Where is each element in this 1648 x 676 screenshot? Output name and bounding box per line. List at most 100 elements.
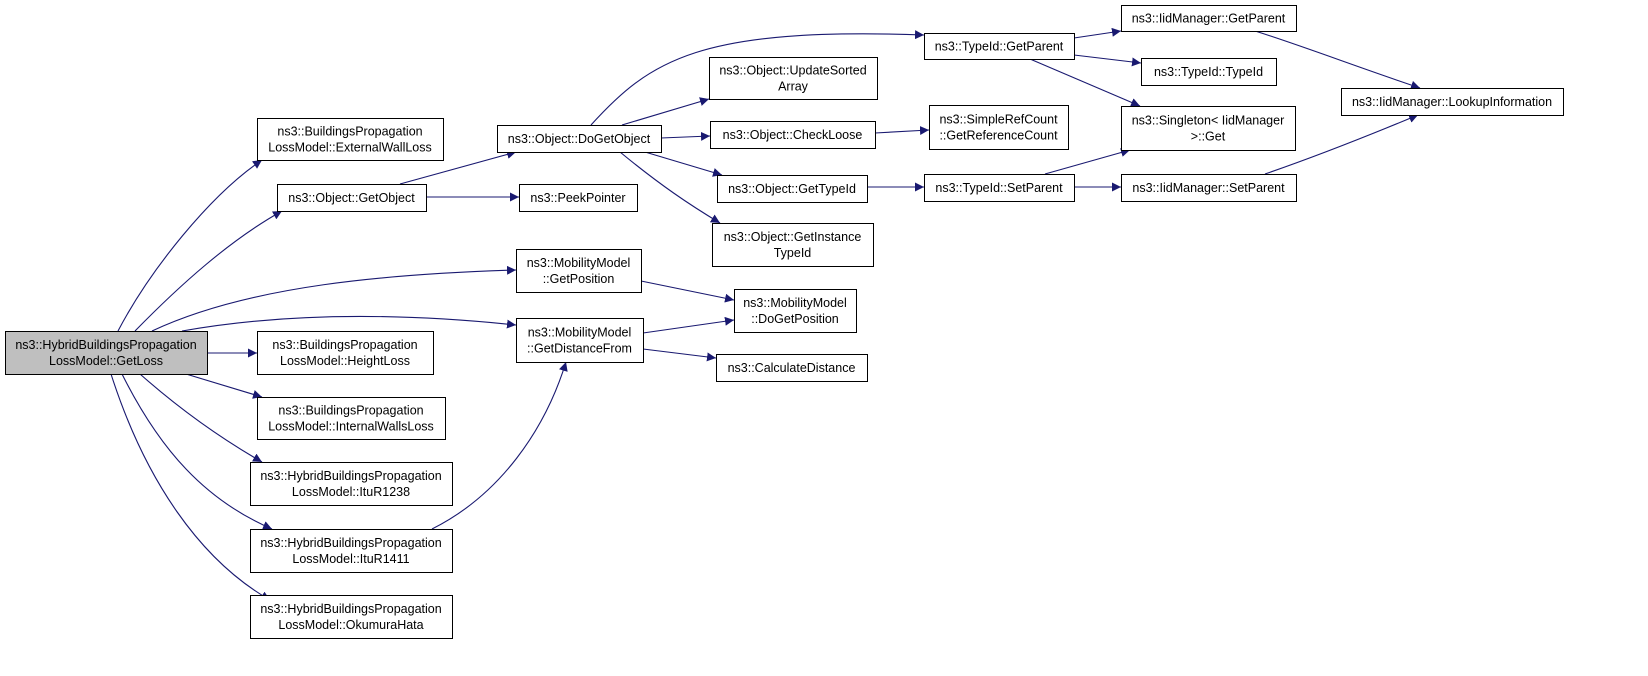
node-label: ns3::BuildingsPropagation: [277, 125, 422, 139]
edge-dogetobject-to-typeid_getparent: [590, 30, 925, 126]
node-typeid_getparent[interactable]: ns3::TypeId::GetParent: [924, 33, 1075, 60]
edge-iid_getparent-to-iid_lookup: [1254, 30, 1421, 90]
node-iid_lookup[interactable]: ns3::IidManager::LookupInformation: [1341, 88, 1564, 116]
edge-mm_getdistance-to-calcdistance: [642, 348, 717, 362]
node-label: ns3::TypeId::GetParent: [935, 40, 1064, 54]
node-label: LossModel::ItuR1238: [292, 485, 410, 499]
node-label: ns3::CalculateDistance: [728, 361, 856, 375]
node-box: [516, 249, 642, 293]
node-label: ns3::Object::DoGetObject: [508, 132, 651, 146]
node-calcdistance[interactable]: ns3::CalculateDistance: [716, 354, 868, 382]
node-root[interactable]: ns3::HybridBuildingsPropagationLossModel…: [5, 331, 208, 375]
edge-arrow: [399, 150, 517, 185]
node-label: TypeId: [774, 246, 812, 260]
node-box: [250, 595, 453, 639]
node-box: [717, 175, 868, 203]
node-box: [1341, 88, 1564, 116]
edge-getobject-to-dogetobject: [399, 150, 517, 185]
edge-root-to-mm_getposition: [151, 265, 517, 332]
node-label: >::Get: [1191, 130, 1226, 144]
node-getobject[interactable]: ns3::Object::GetObject: [277, 184, 427, 212]
edge-root-to-extwall: [117, 159, 263, 332]
node-itur1238[interactable]: ns3::HybridBuildingsPropagationLossModel…: [250, 462, 453, 506]
node-box: [710, 121, 876, 149]
node-box: [709, 57, 878, 100]
node-mm_getdistance[interactable]: ns3::MobilityModel::GetDistanceFrom: [516, 318, 644, 363]
node-label: ns3::Singleton< IidManager: [1132, 114, 1285, 128]
edge-root-to-getobject: [134, 210, 283, 332]
node-label: ns3::PeekPointer: [530, 191, 625, 205]
node-label: ns3::HybridBuildingsPropagation: [260, 469, 441, 483]
node-box: [929, 105, 1069, 150]
node-dogetobject[interactable]: ns3::Object::DoGetObject: [497, 125, 662, 153]
node-okumura[interactable]: ns3::HybridBuildingsPropagationLossModel…: [250, 595, 453, 639]
edge-checkloose-to-simplerefcount: [874, 126, 930, 135]
edge-arrow: [185, 373, 263, 399]
edge-arrow: [590, 30, 925, 126]
edge-arrow: [660, 131, 711, 141]
node-internalwalls[interactable]: ns3::BuildingsPropagationLossModel::Inte…: [257, 397, 446, 440]
node-simplerefcount[interactable]: ns3::SimpleRefCount::GetReferenceCount: [929, 105, 1069, 150]
node-label: LossModel::GetLoss: [49, 354, 163, 368]
edge-arrow: [1029, 58, 1141, 107]
edge-dogetobject-to-getinstancetypeid: [619, 151, 721, 224]
node-peekpointer[interactable]: ns3::PeekPointer: [519, 184, 638, 212]
node-box: [1121, 5, 1297, 32]
edge-arrow: [431, 361, 568, 530]
node-mm_getposition[interactable]: ns3::MobilityModel::GetPosition: [516, 249, 642, 293]
node-box: [250, 462, 453, 506]
node-typeid_setparent[interactable]: ns3::TypeId::SetParent: [924, 174, 1075, 202]
node-label: ns3::TypeId::SetParent: [935, 181, 1063, 195]
edge-arrow: [642, 316, 735, 334]
node-label: ns3::MobilityModel: [743, 296, 847, 310]
node-box: [924, 33, 1075, 60]
edge-typeid_getparent-to-typeid_typeid: [1073, 54, 1142, 67]
node-checkloose[interactable]: ns3::Object::CheckLoose: [710, 121, 876, 149]
edge-dogetobject-to-checkloose: [660, 131, 711, 141]
node-box: [734, 289, 857, 333]
node-label: ns3::BuildingsPropagation: [272, 338, 417, 352]
node-gettypeid[interactable]: ns3::Object::GetTypeId: [717, 175, 868, 203]
node-iid_getparent[interactable]: ns3::IidManager::GetParent: [1121, 5, 1297, 32]
node-label: LossModel::HeightLoss: [280, 354, 410, 368]
node-singleton[interactable]: ns3::Singleton< IidManager>::Get: [1121, 106, 1296, 151]
node-box: [1121, 174, 1297, 202]
edge-arrow: [644, 151, 723, 177]
node-box: [516, 318, 644, 363]
node-iid_setparent[interactable]: ns3::IidManager::SetParent: [1121, 174, 1297, 202]
node-label: ::GetPosition: [543, 272, 615, 286]
node-box: [924, 174, 1075, 202]
edge-arrow: [1073, 54, 1142, 67]
node-mm_dogetposition[interactable]: ns3::MobilityModel::DoGetPosition: [734, 289, 857, 333]
edge-root-to-internalwalls: [185, 373, 263, 399]
node-label: ns3::HybridBuildingsPropagation: [15, 338, 196, 352]
edge-arrow: [121, 373, 273, 530]
node-box: [1141, 58, 1277, 86]
node-box: [277, 184, 427, 212]
edge-root-to-itur1411: [121, 373, 273, 530]
node-label: ns3::HybridBuildingsPropagation: [260, 536, 441, 550]
edge-arrow: [134, 210, 283, 332]
node-label: ns3::Object::UpdateSorted: [719, 64, 866, 78]
node-itur1411[interactable]: ns3::HybridBuildingsPropagationLossModel…: [250, 529, 453, 573]
edge-arrow: [110, 373, 271, 601]
node-box: [712, 223, 874, 267]
node-extwall[interactable]: ns3::BuildingsPropagationLossModel::Exte…: [257, 118, 444, 161]
edge-arrow: [642, 348, 717, 362]
node-box: [497, 125, 662, 153]
edge-arrow: [117, 159, 263, 332]
node-label: ns3::Object::GetTypeId: [728, 182, 856, 196]
node-label: ns3::Object::GetObject: [288, 191, 415, 205]
node-typeid_typeid[interactable]: ns3::TypeId::TypeId: [1141, 58, 1277, 86]
edge-arrow: [621, 97, 710, 126]
node-box: [250, 529, 453, 573]
node-heightloss[interactable]: ns3::BuildingsPropagationLossModel::Heig…: [257, 331, 434, 375]
edge-arrow: [1044, 148, 1131, 175]
edge-arrow: [1264, 114, 1419, 175]
edge-iid_setparent-to-iid_lookup: [1264, 114, 1419, 175]
edge-dogetobject-to-updatesorted: [621, 97, 710, 126]
edge-root-to-mm_getdistance: [181, 315, 517, 332]
edge-arrow: [640, 280, 735, 303]
